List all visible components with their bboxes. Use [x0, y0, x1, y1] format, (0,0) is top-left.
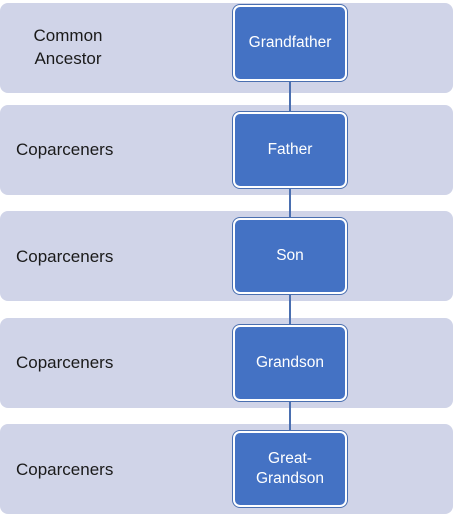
- connector-3-4: [289, 293, 291, 326]
- band-level-5: [0, 424, 453, 514]
- band-level-1: [0, 3, 453, 93]
- node-great-grandson: Great- Grandson: [233, 431, 347, 507]
- band-label-level-5: Coparceners: [16, 460, 114, 479]
- band-level-3: [0, 211, 453, 301]
- node-label-father: Father: [267, 141, 313, 158]
- node-grandfather: Grandfather: [233, 5, 347, 81]
- node-grandson: Grandson: [233, 325, 347, 401]
- connector-4-5: [289, 399, 291, 432]
- node-label-son: Son: [276, 247, 304, 264]
- band-label-level-3: Coparceners: [16, 247, 114, 266]
- band-label-level-1: Common Ancestor: [33, 26, 103, 68]
- node-father: Father: [233, 112, 347, 188]
- band-level-4: [0, 318, 453, 408]
- band-label-level-4: Coparceners: [16, 353, 114, 372]
- band-label-level-2: Coparceners: [16, 140, 114, 159]
- connector-2-3: [289, 187, 291, 219]
- node-label-grandfather: Grandfather: [248, 34, 332, 51]
- band-level-2: [0, 105, 453, 195]
- node-label-grandson: Grandson: [255, 354, 325, 371]
- node-son: Son: [233, 218, 347, 294]
- node-label-great-grandson: Great- Grandson: [255, 450, 325, 487]
- connector-1-2: [289, 80, 291, 114]
